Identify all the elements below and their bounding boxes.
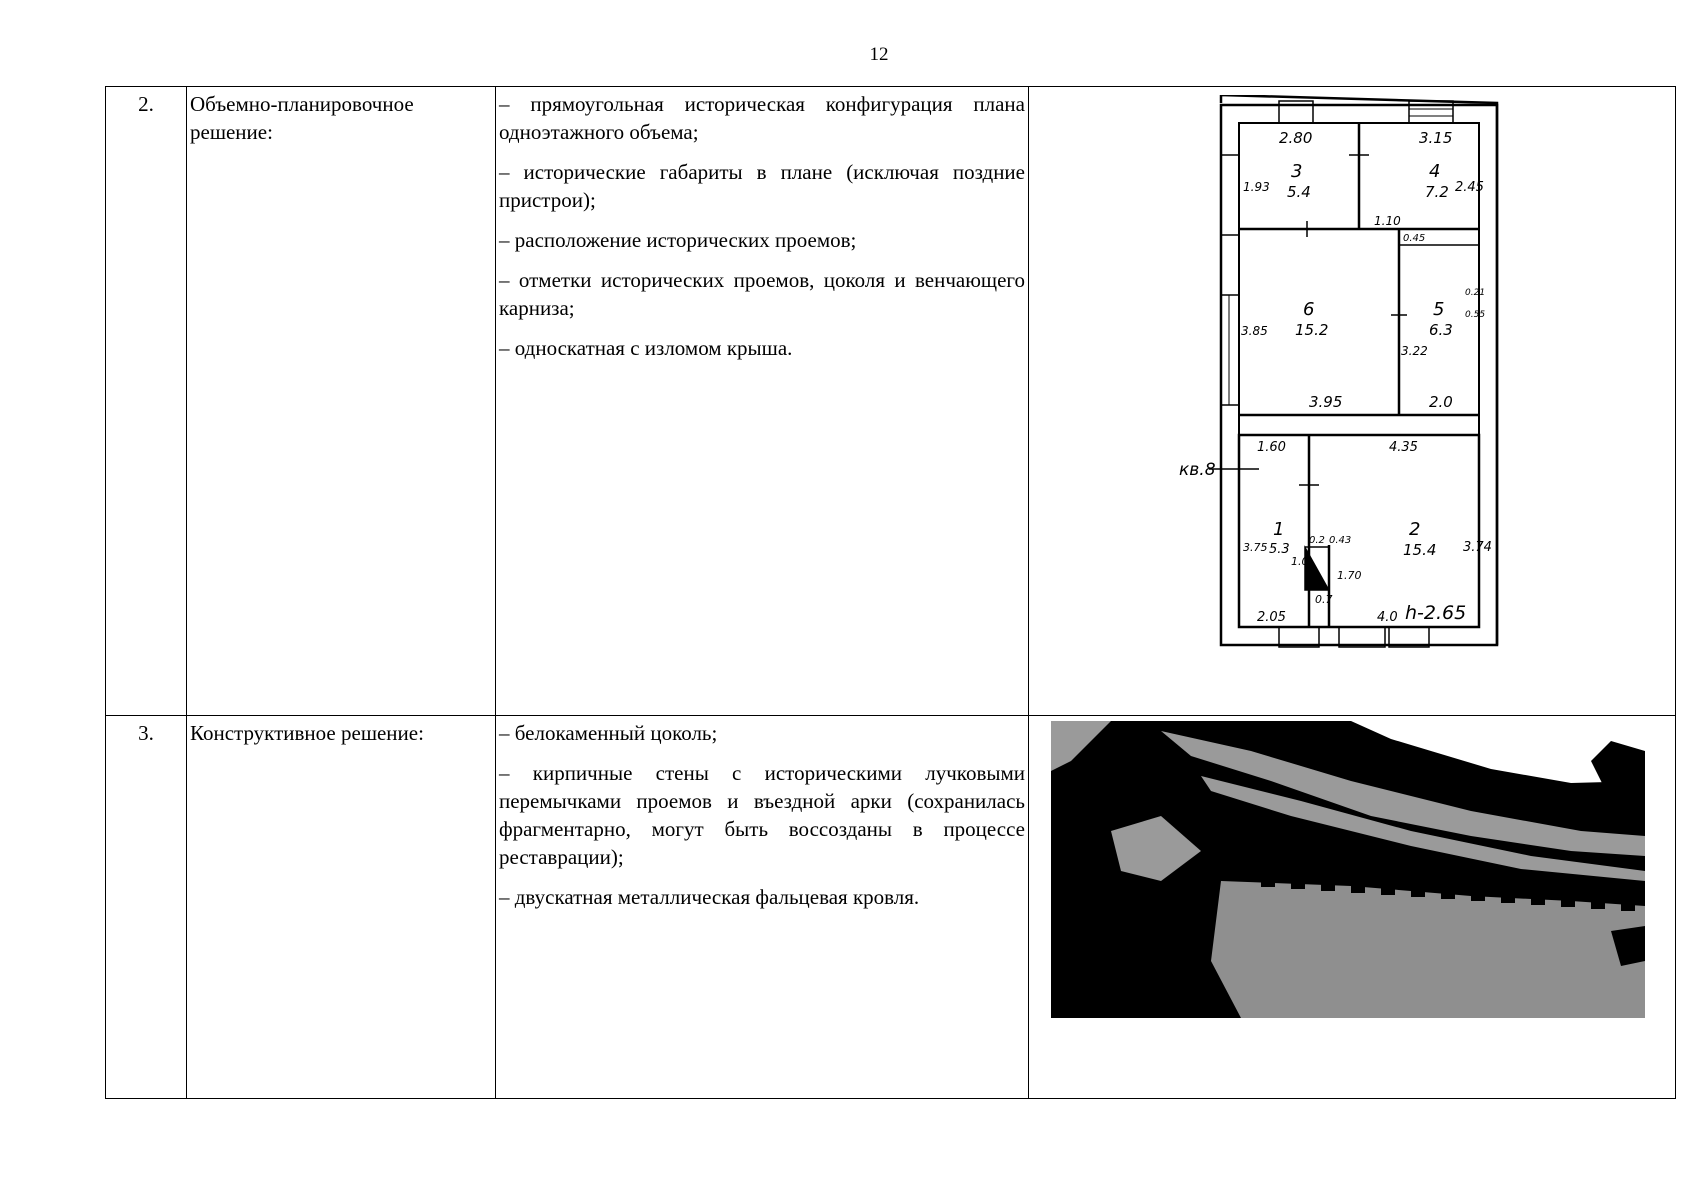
plan-label: 1.93 — [1243, 180, 1270, 194]
list-item: – односкатная с изломом крыша. — [499, 336, 793, 360]
plan-label: 2.45 — [1455, 180, 1484, 195]
plan-label: 6.3 — [1429, 321, 1453, 339]
plan-label: 3.85 — [1241, 324, 1268, 338]
row-number: 3. — [105, 715, 187, 1099]
row-name: Конструктивное решение: — [186, 715, 496, 1099]
plan-label: 1 — [1273, 519, 1284, 540]
roof-photo-icon — [1051, 721, 1645, 1018]
plan-label: 3 — [1291, 161, 1302, 182]
plan-label: 0.7 — [1315, 593, 1333, 606]
roof-photo-cell — [1028, 715, 1676, 1099]
plan-label: 1.60 — [1257, 440, 1286, 455]
plan-label: 0.43 — [1329, 535, 1351, 546]
plan-label: 3.95 — [1309, 393, 1342, 411]
list-item: – кирпичные стены с историческими лучков… — [499, 761, 1025, 869]
plan-label: 15.2 — [1295, 321, 1328, 339]
plan-label: 3.74 — [1463, 540, 1492, 555]
floor-plan-icon: 2.80 3.15 3 5.4 4 7.2 1.93 2.45 1.10 0.4… — [1179, 93, 1559, 702]
plan-label: 5.4 — [1287, 183, 1311, 201]
plan-label: 3.22 — [1401, 344, 1428, 358]
plan-label: 7.2 — [1425, 183, 1449, 201]
plan-label: 15.4 — [1403, 541, 1436, 559]
row-items: – белокаменный цоколь; – кирпичные стены… — [495, 715, 1029, 1099]
row-name: Объемно-планировочное решение: — [186, 86, 496, 716]
plan-label: 5 — [1433, 299, 1444, 320]
table-row: 3. Конструктивное решение: – белокаменны… — [105, 715, 1676, 1099]
plan-label: 2 — [1409, 519, 1420, 540]
list-item: – расположение исторических проемов; — [499, 228, 857, 252]
plan-label: 0.21 — [1465, 288, 1485, 298]
protected-features-table: 2. Объемно-планировочное решение: – прям… — [105, 86, 1676, 1099]
plan-label: 2.0 — [1429, 393, 1453, 411]
plan-label: 3.15 — [1419, 129, 1452, 147]
page-number: 12 — [869, 44, 889, 65]
plan-label: 0.55 — [1465, 310, 1485, 320]
plan-label: h-2.65 — [1405, 602, 1466, 624]
plan-label: 3.75 — [1243, 541, 1268, 554]
row-number: 2. — [105, 86, 187, 716]
list-item: – белокаменный цоколь; — [499, 721, 718, 745]
list-item: – прямоугольная историческая конфигураци… — [499, 92, 1025, 144]
floor-plan-cell: 2.80 3.15 3 5.4 4 7.2 1.93 2.45 1.10 0.4… — [1028, 86, 1676, 716]
plan-label: 5.3 — [1269, 542, 1290, 557]
plan-label: кв.8 — [1179, 460, 1216, 480]
plan-label: 4 — [1429, 161, 1440, 182]
plan-label: 0.45 — [1403, 233, 1425, 244]
row-items: – прямоугольная историческая конфигураци… — [495, 86, 1029, 716]
plan-label: 1.70 — [1337, 569, 1362, 582]
plan-label: 1.0 — [1291, 555, 1309, 568]
plan-label: 0.2 — [1309, 535, 1325, 546]
plan-label: 2.05 — [1257, 610, 1286, 625]
plan-label: 4.0 — [1377, 610, 1398, 625]
plan-label: 1.10 — [1374, 214, 1401, 228]
list-item: – двускатная металлическая фальцевая кро… — [499, 885, 920, 909]
list-item: – отметки исторических проемов, цоколя и… — [499, 268, 1025, 320]
table-row: 2. Объемно-планировочное решение: – прям… — [105, 86, 1676, 716]
plan-label: 6 — [1303, 299, 1314, 320]
plan-label: 4.35 — [1389, 440, 1418, 455]
plan-label: 2.80 — [1279, 129, 1312, 147]
list-item: – исторические габариты в плане (исключа… — [499, 160, 1025, 212]
